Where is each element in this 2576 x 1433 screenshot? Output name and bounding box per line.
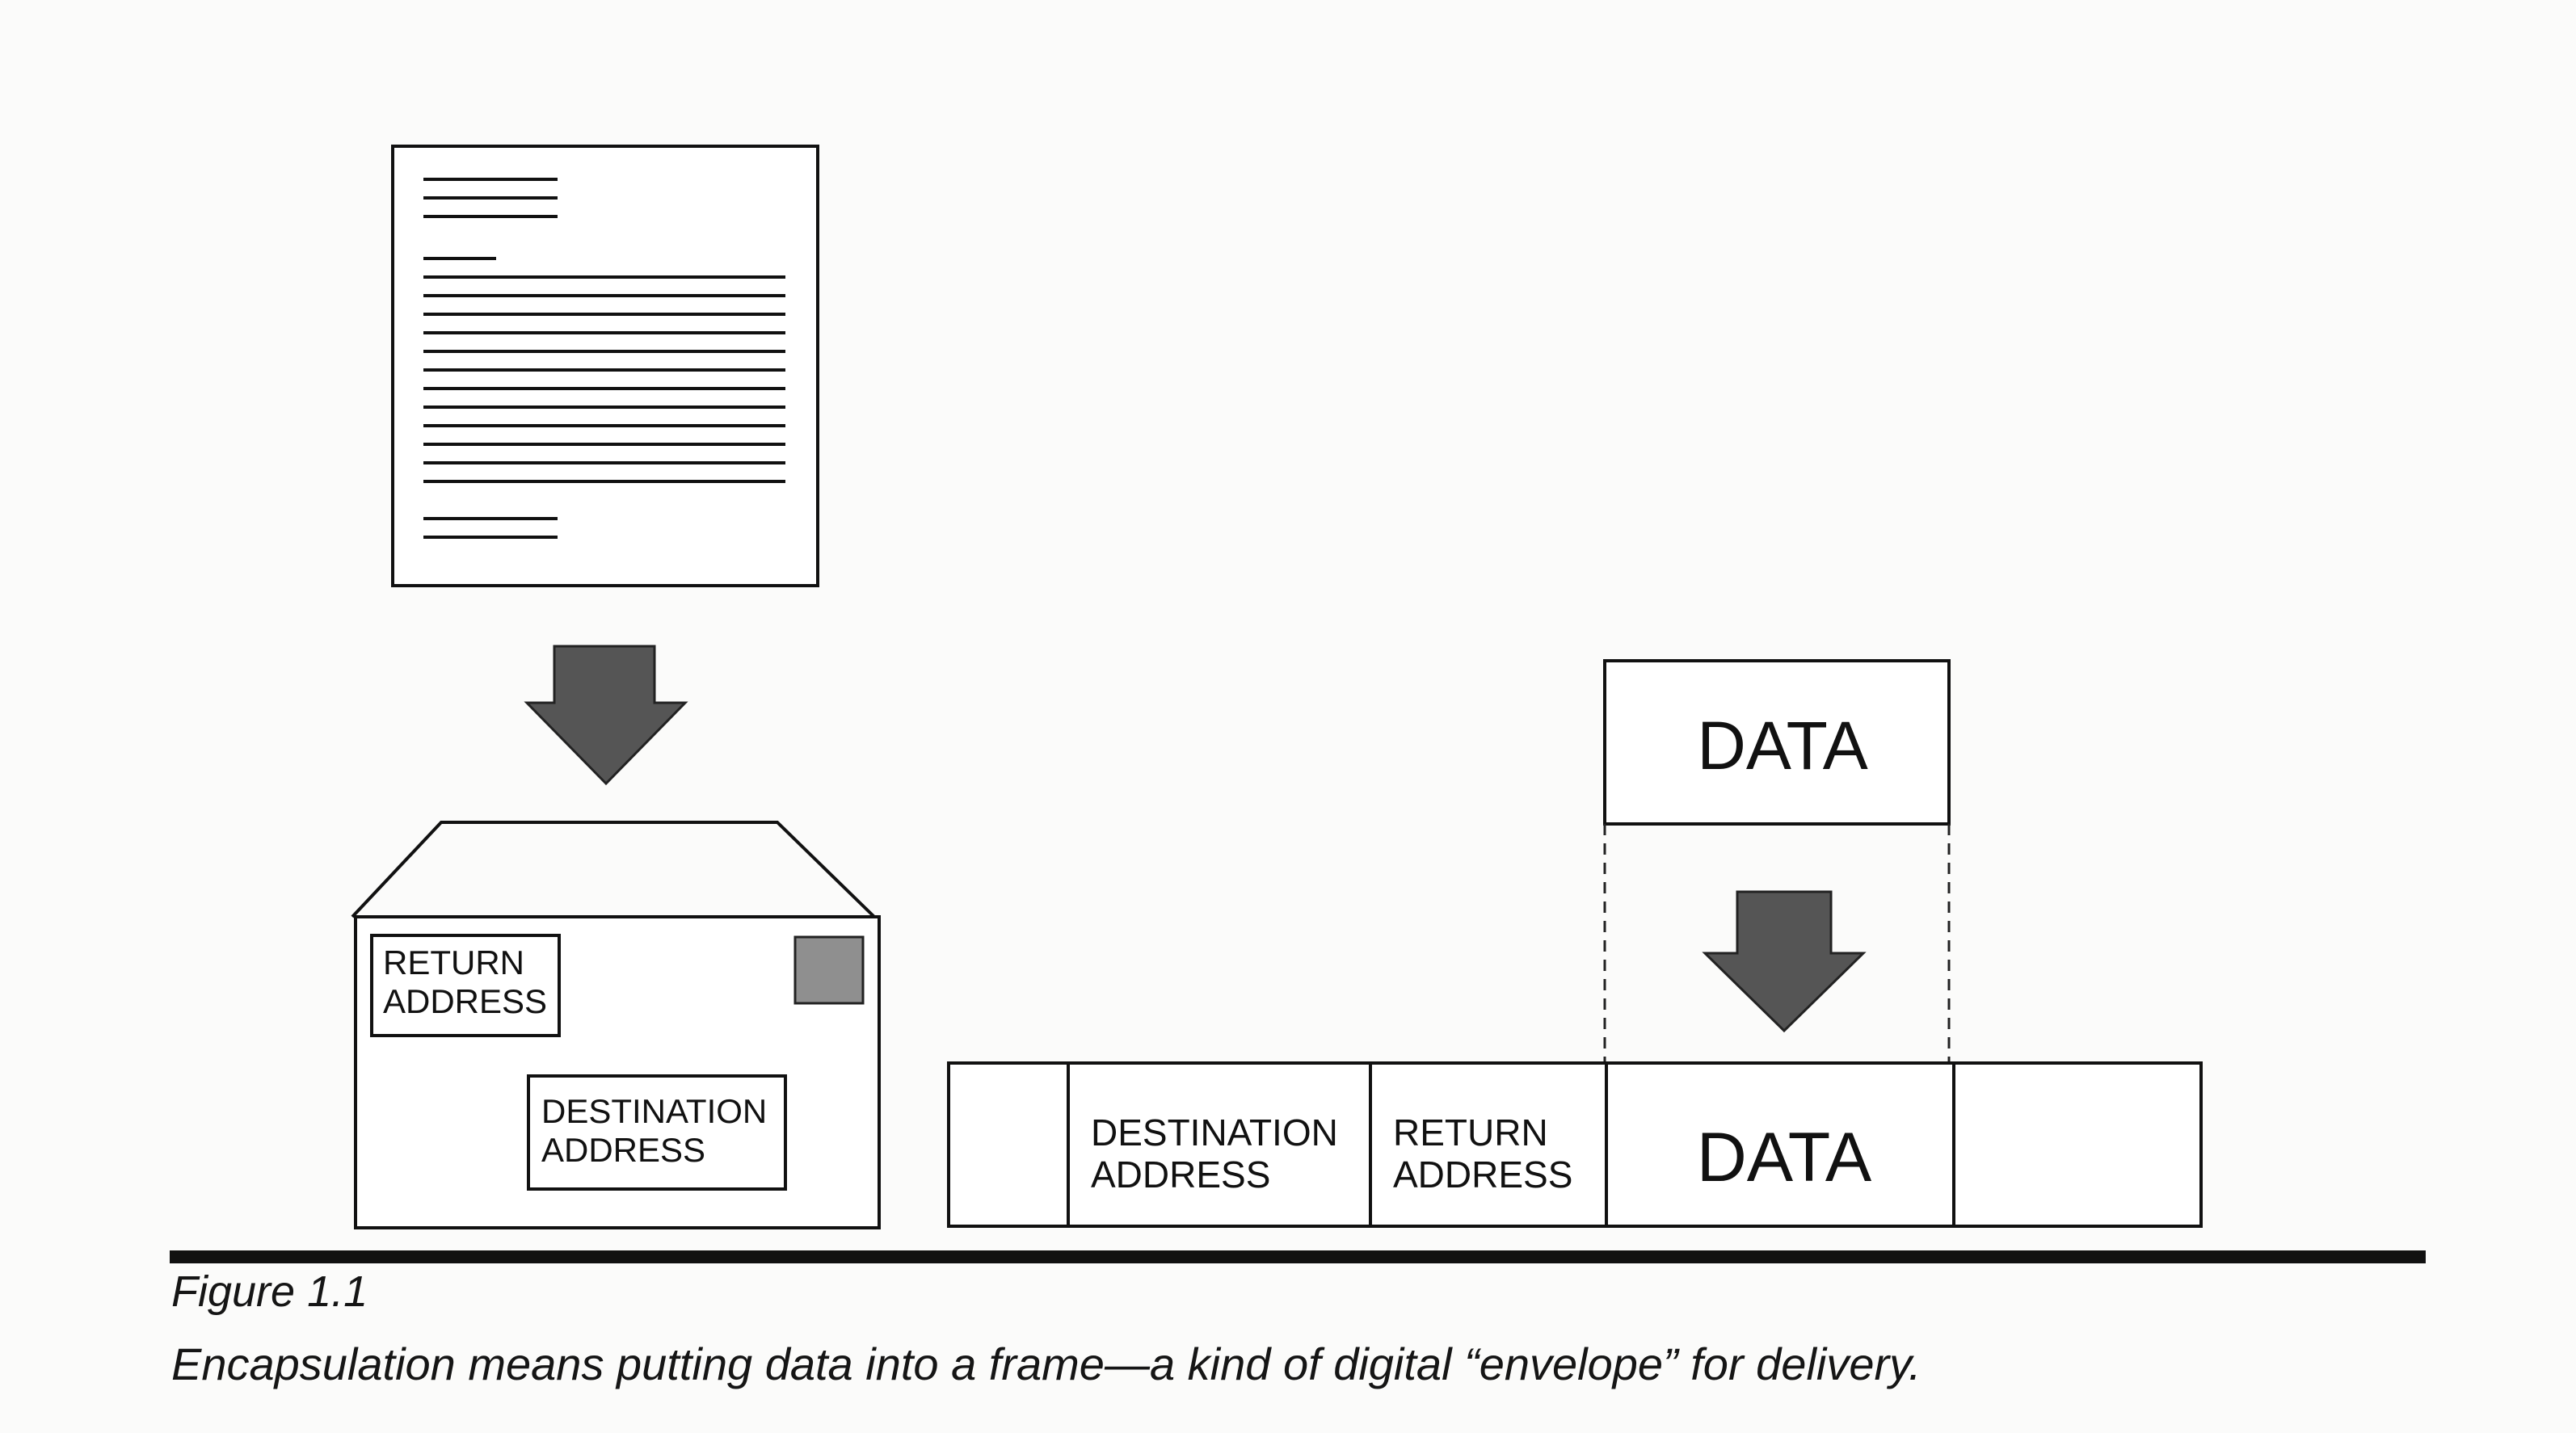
stamp xyxy=(793,935,865,1005)
frame-destination-address-line1: DESTINATION xyxy=(1091,1112,1338,1154)
down-arrow-icon xyxy=(524,645,688,786)
envelope-return-address-line1: RETURN xyxy=(383,943,524,981)
envelope: RETURN ADDRESS DESTINATION ADDRESS xyxy=(351,821,881,1229)
frame-destination-address-line2: ADDRESS xyxy=(1091,1154,1270,1196)
down-arrow-icon xyxy=(1702,890,1867,1033)
frame-outline xyxy=(947,1061,2203,1228)
letter-text-lines xyxy=(423,178,785,539)
envelope-return-address-box xyxy=(370,934,561,1037)
letter-page xyxy=(391,145,819,587)
envelope-destination-address-box xyxy=(527,1074,787,1191)
envelope-destination-address-line2: ADDRESS xyxy=(541,1131,705,1169)
frame-return-address-line2: ADDRESS xyxy=(1393,1154,1572,1196)
caption-rule xyxy=(170,1250,2426,1263)
frame: DESTINATION ADDRESS RETURN ADDRESS DATA xyxy=(947,1061,2203,1228)
letter-document xyxy=(391,145,819,587)
svg-text:RETURN ADDRESS: RETURN ADDRESS xyxy=(1393,1112,1572,1196)
frame-data-label: DATA xyxy=(1697,1119,1872,1196)
envelope-destination-address-line1: DESTINATION xyxy=(541,1092,767,1130)
svg-text:DESTINATION ADDRESS: DESTINATION ADDRESS xyxy=(1091,1112,1349,1196)
data-block-box xyxy=(1603,659,1951,826)
envelope-return-address-line2: ADDRESS xyxy=(383,982,547,1020)
svg-text:DESTINATION ADDRESS: DESTINATION ADDRESS xyxy=(541,1092,777,1169)
data-block: DATA xyxy=(1603,659,1951,1063)
data-block-label: DATA xyxy=(1697,708,1868,784)
envelope-flap xyxy=(351,821,876,918)
figure-caption: Encapsulation means putting data into a … xyxy=(171,1338,1921,1389)
figure-number: Figure 1.1 xyxy=(171,1267,368,1316)
frame-return-address-line1: RETURN xyxy=(1393,1112,1548,1154)
svg-text:RETURN ADDRESS: RETURN ADDRESS xyxy=(383,943,547,1020)
